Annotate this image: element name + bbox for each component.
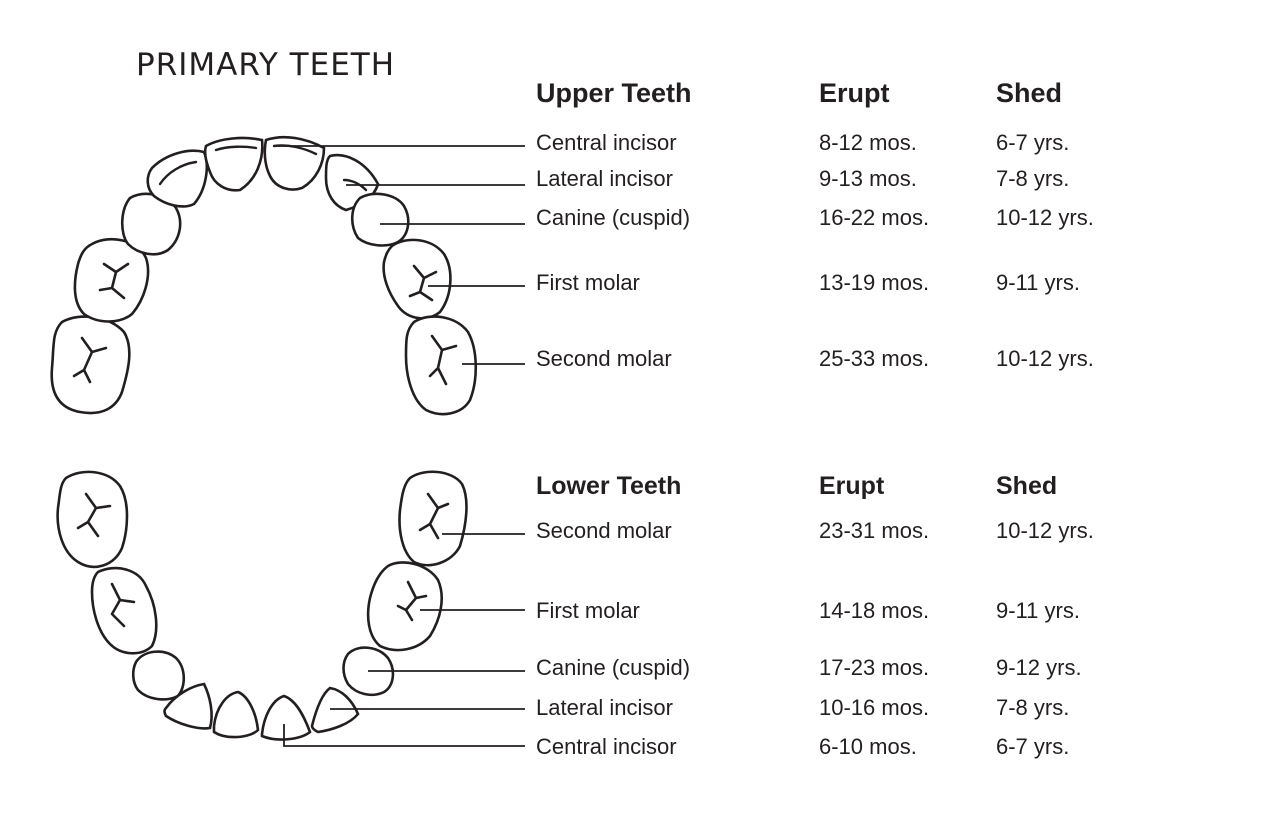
upper-shed-value: 10-12 yrs.: [996, 346, 1094, 371]
lower-erupt-value: 10-16 mos.: [819, 695, 930, 720]
lower-teeth-header: Lower Teeth: [536, 472, 682, 500]
upper-tooth-name: Second molar: [536, 346, 672, 371]
lower-left-second-molar: [56, 470, 129, 569]
upper-erupt-value: 13-19 mos.: [819, 270, 930, 295]
upper-left-second-molar: [50, 315, 131, 415]
upper-tooth-name: Lateral incisor: [536, 166, 673, 191]
lower-shed-header: Shed: [996, 472, 1058, 500]
lower-erupt-header: Erupt: [819, 472, 885, 500]
lower-shed-value: 7-8 yrs.: [996, 695, 1070, 720]
lower-erupt-value: 17-23 mos.: [819, 655, 930, 680]
upper-left-central-incisor: [203, 136, 264, 192]
upper-tooth-name: First molar: [536, 270, 640, 295]
leader-lines: [276, 145, 525, 747]
lower-right-central-incisor: [260, 694, 312, 741]
lower-shed-value: 10-12 yrs.: [996, 518, 1094, 543]
lower-left-lateral-incisor: [163, 682, 213, 730]
upper-erupt-value: 9-13 mos.: [819, 166, 917, 191]
upper-shed-value: 6-7 yrs.: [996, 130, 1070, 155]
lower-shed-value: 9-12 yrs.: [996, 655, 1082, 680]
upper-erupt-header: Erupt: [819, 78, 890, 108]
lower-erupt-value: 6-10 mos.: [819, 734, 917, 759]
page-title: PRIMARY TEETH: [136, 47, 396, 83]
upper-arch: [50, 135, 478, 416]
lower-tooth-name: Lateral incisor: [536, 695, 673, 720]
upper-right-central-incisor: [263, 135, 326, 191]
lower-erupt-value: 14-18 mos.: [819, 598, 930, 623]
lower-right-first-molar: [366, 561, 443, 652]
leader-lower-central-incisor: [283, 724, 525, 747]
lower-shed-value: 6-7 yrs.: [996, 734, 1070, 759]
upper-tooth-name: Canine (cuspid): [536, 205, 691, 230]
upper-shed-value: 7-8 yrs.: [996, 166, 1070, 191]
upper-erupt-value: 16-22 mos.: [819, 205, 930, 230]
lower-shed-value: 9-11 yrs.: [996, 598, 1080, 623]
lower-erupt-value: 23-31 mos.: [819, 518, 930, 543]
lower-tooth-name: Central incisor: [536, 734, 677, 759]
lower-left-central-incisor: [212, 690, 260, 739]
lower-right-second-molar: [398, 470, 468, 567]
upper-right-second-molar: [404, 315, 478, 416]
lower-tooth-name: First molar: [536, 598, 640, 623]
upper-shed-header: Shed: [996, 78, 1063, 108]
lower-left-first-molar: [90, 566, 158, 655]
lower-arch: [56, 470, 468, 741]
upper-shed-value: 9-11 yrs.: [996, 270, 1080, 295]
lower-left-canine: [131, 650, 186, 701]
upper-teeth-header: Upper Teeth: [536, 78, 692, 108]
lower-tooth-name: Second molar: [536, 518, 672, 543]
lower-tooth-name: Canine (cuspid): [536, 655, 691, 680]
upper-right-first-molar: [382, 238, 452, 320]
upper-left-lateral-incisor: [146, 149, 208, 208]
upper-shed-value: 10-12 yrs.: [996, 205, 1094, 230]
upper-erupt-value: 25-33 mos.: [819, 346, 930, 371]
upper-erupt-value: 8-12 mos.: [819, 130, 917, 155]
lower-right-lateral-incisor: [310, 686, 360, 734]
upper-tooth-name: Central incisor: [536, 130, 677, 155]
upper-right-canine: [350, 192, 410, 247]
